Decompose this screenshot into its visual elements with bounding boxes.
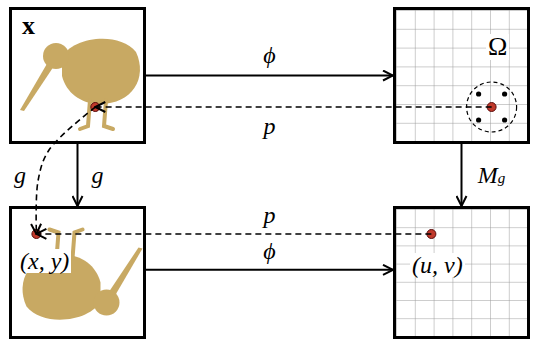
edge-label: p — [262, 114, 278, 138]
image-panel: (x, y) — [9, 206, 146, 339]
feature-grid-panel: Ω — [393, 7, 530, 144]
edge-label: g — [12, 163, 28, 187]
grid-transform-arrow — [461, 144, 463, 206]
projection-arrow — [36, 233, 431, 235]
feature-grid — [396, 10, 527, 141]
kiwi-figure — [20, 39, 140, 129]
transform-arrow — [77, 144, 79, 206]
edge-label: ϕ — [261, 239, 277, 263]
feature-grid-panel: (u, v) — [393, 206, 530, 339]
input-symbol: x — [20, 13, 37, 39]
edge-label: Mg — [476, 163, 508, 187]
point-transform-arrow — [36, 107, 95, 234]
feature-grid — [396, 209, 527, 336]
sample-dot — [476, 91, 481, 96]
projection-arrow — [95, 106, 491, 108]
feature-map-arrow — [146, 75, 393, 77]
image-panel: x — [9, 7, 146, 144]
kiwi-beak — [109, 248, 143, 297]
sample-dot — [502, 117, 507, 122]
edge-label: p — [262, 203, 278, 227]
feature-map-arrow — [146, 269, 393, 271]
domain-symbol: Ω — [486, 34, 509, 60]
image-coordinate: (x, y) — [18, 249, 71, 273]
sample-dot — [502, 91, 507, 96]
edge-label: g — [90, 163, 106, 187]
sample-dot — [476, 117, 481, 122]
rotated-kiwi — [23, 230, 143, 320]
kiwi-figure — [23, 230, 143, 320]
kiwi-beak — [20, 62, 54, 111]
edge-label: ϕ — [261, 43, 277, 67]
grid-coordinate: (u, v) — [410, 253, 465, 277]
kiwi-body — [62, 39, 140, 104]
